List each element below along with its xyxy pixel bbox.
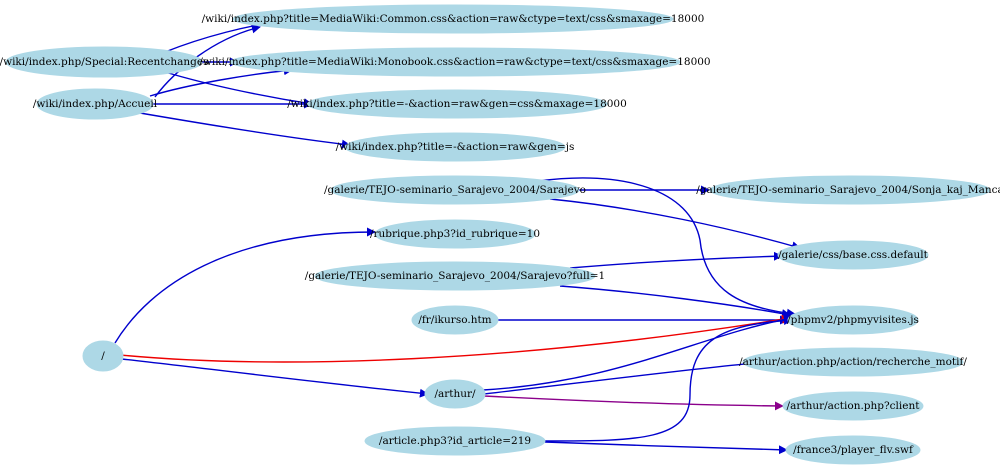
edge-accueil-to-gen-js (139, 112, 351, 149)
edge-article-to-france3 (544, 441, 788, 455)
node-shape (36, 88, 154, 120)
edge-accueil-to-common-css (154, 24, 261, 98)
node-monobook-css[interactable]: /wiki/index.php?title=MediaWiki:Monobook… (199, 47, 711, 77)
node-label: /rubrique.php3?id_rubrique=10 (370, 228, 540, 240)
node-label: /galerie/TEJO-seminario_Sarajevo_2004/So… (696, 184, 1000, 196)
node-shape (424, 379, 486, 409)
node-common-css[interactable]: /wiki/index.php?title=MediaWiki:Common.c… (202, 4, 705, 34)
node-rubrique[interactable]: /rubrique.php3?id_rubrique=10 (370, 219, 540, 249)
node-shape (785, 435, 921, 465)
node-label: / (101, 350, 105, 362)
node-shape (5, 46, 203, 78)
node-shape (330, 175, 580, 205)
node-article[interactable]: /article.php3?id_article=219 (364, 426, 546, 456)
node-shape (364, 426, 546, 456)
node-accueil[interactable]: /wiki/index.php/Accueil (33, 88, 158, 120)
node-label: /france3/player_flv.swf (793, 444, 914, 456)
node-label: /wiki/index.php?title=MediaWiki:Monobook… (199, 56, 710, 68)
node-root[interactable]: / (82, 340, 124, 372)
edge-sarajevo-full-to-base-css (569, 251, 783, 269)
node-label: /article.php3?id_article=219 (379, 435, 531, 447)
node-phpmyvisites[interactable]: /phpmv2/phpmyvisites.js (787, 305, 919, 335)
node-label: /fr/ikurso.htm (418, 314, 491, 326)
node-label: /galerie/TEJO-seminario_Sarajevo_2004/Sa… (324, 184, 586, 196)
node-layer: /wiki/index.php/Special:Recentchanges /w… (0, 4, 1000, 465)
node-sarajevo-full[interactable]: /galerie/TEJO-seminario_Sarajevo_2004/Sa… (305, 261, 605, 291)
node-label: /phpmv2/phpmyvisites.js (787, 314, 919, 326)
edge-layer (114, 16, 801, 455)
node-shape (344, 132, 566, 162)
edge-root-to-phpmyvisites (119, 314, 791, 363)
node-label: /wiki/index.php?title=-&action=raw&gen=c… (287, 98, 627, 110)
node-shape (742, 347, 964, 377)
node-shape (306, 89, 608, 119)
node-sonja[interactable]: /galerie/TEJO-seminario_Sarajevo_2004/So… (696, 175, 1000, 205)
node-shape (777, 240, 929, 270)
node-label: /arthur/ (434, 388, 476, 400)
node-shape (411, 305, 499, 335)
node-shape (782, 391, 924, 421)
node-shape (374, 219, 536, 249)
edge-root-to-arthur (121, 358, 429, 398)
node-shape (229, 47, 681, 77)
edge-article-to-phpmyvisites (544, 316, 793, 442)
node-label: /wiki/index.php?title=MediaWiki:Common.c… (202, 13, 705, 25)
node-arthur[interactable]: /arthur/ (424, 379, 486, 409)
node-recentchanges[interactable]: /wiki/index.php/Special:Recentchanges (0, 46, 208, 78)
node-shape (787, 305, 919, 335)
node-arthur-client[interactable]: /arthur/action.php?client (782, 391, 924, 421)
edge-sarajevo-to-base-css (549, 198, 801, 251)
edge-sarajevo-to-phpmyvisites (537, 177, 796, 318)
node-label: /wiki/index.php/Accueil (33, 98, 158, 110)
edge-root-to-rubrique (114, 227, 376, 344)
node-base-css[interactable]: /galerie/css/base.css.default (777, 240, 929, 270)
node-gen-js[interactable]: /wiki/index.php?title=-&action=raw&gen=j… (336, 132, 575, 162)
node-shape (232, 4, 674, 34)
node-recherche-motif[interactable]: /arthur/action.php/action/recherche_moti… (739, 347, 967, 377)
node-shape (314, 261, 596, 291)
node-label: /arthur/action.php?client (787, 400, 921, 412)
node-label: /galerie/css/base.css.default (778, 249, 929, 261)
node-label: /arthur/action.php/action/recherche_moti… (739, 356, 967, 368)
edge-accueil-to-monobook-css (149, 66, 293, 97)
edge-sarajevo-full-to-phpmyvisites (559, 285, 791, 318)
node-shape (82, 340, 124, 372)
edge-arthur-to-recherche (483, 358, 766, 395)
edge-arthur-to-client (483, 395, 784, 411)
node-france3-player[interactable]: /france3/player_flv.swf (785, 435, 921, 465)
node-gen-css[interactable]: /wiki/index.php?title=-&action=raw&gen=c… (287, 89, 627, 119)
node-sarajevo[interactable]: /galerie/TEJO-seminario_Sarajevo_2004/Sa… (324, 175, 586, 205)
node-shape (709, 175, 991, 205)
node-label: /wiki/index.php?title=-&action=raw&gen=j… (336, 141, 575, 153)
edge-recentchanges-to-gen-css (164, 71, 313, 108)
node-label: /galerie/TEJO-seminario_Sarajevo_2004/Sa… (305, 270, 605, 282)
edge-arthur-to-phpmyvisites (482, 315, 793, 391)
node-ikurso[interactable]: /fr/ikurso.htm (411, 305, 499, 335)
node-label: /wiki/index.php/Special:Recentchanges (0, 56, 208, 68)
